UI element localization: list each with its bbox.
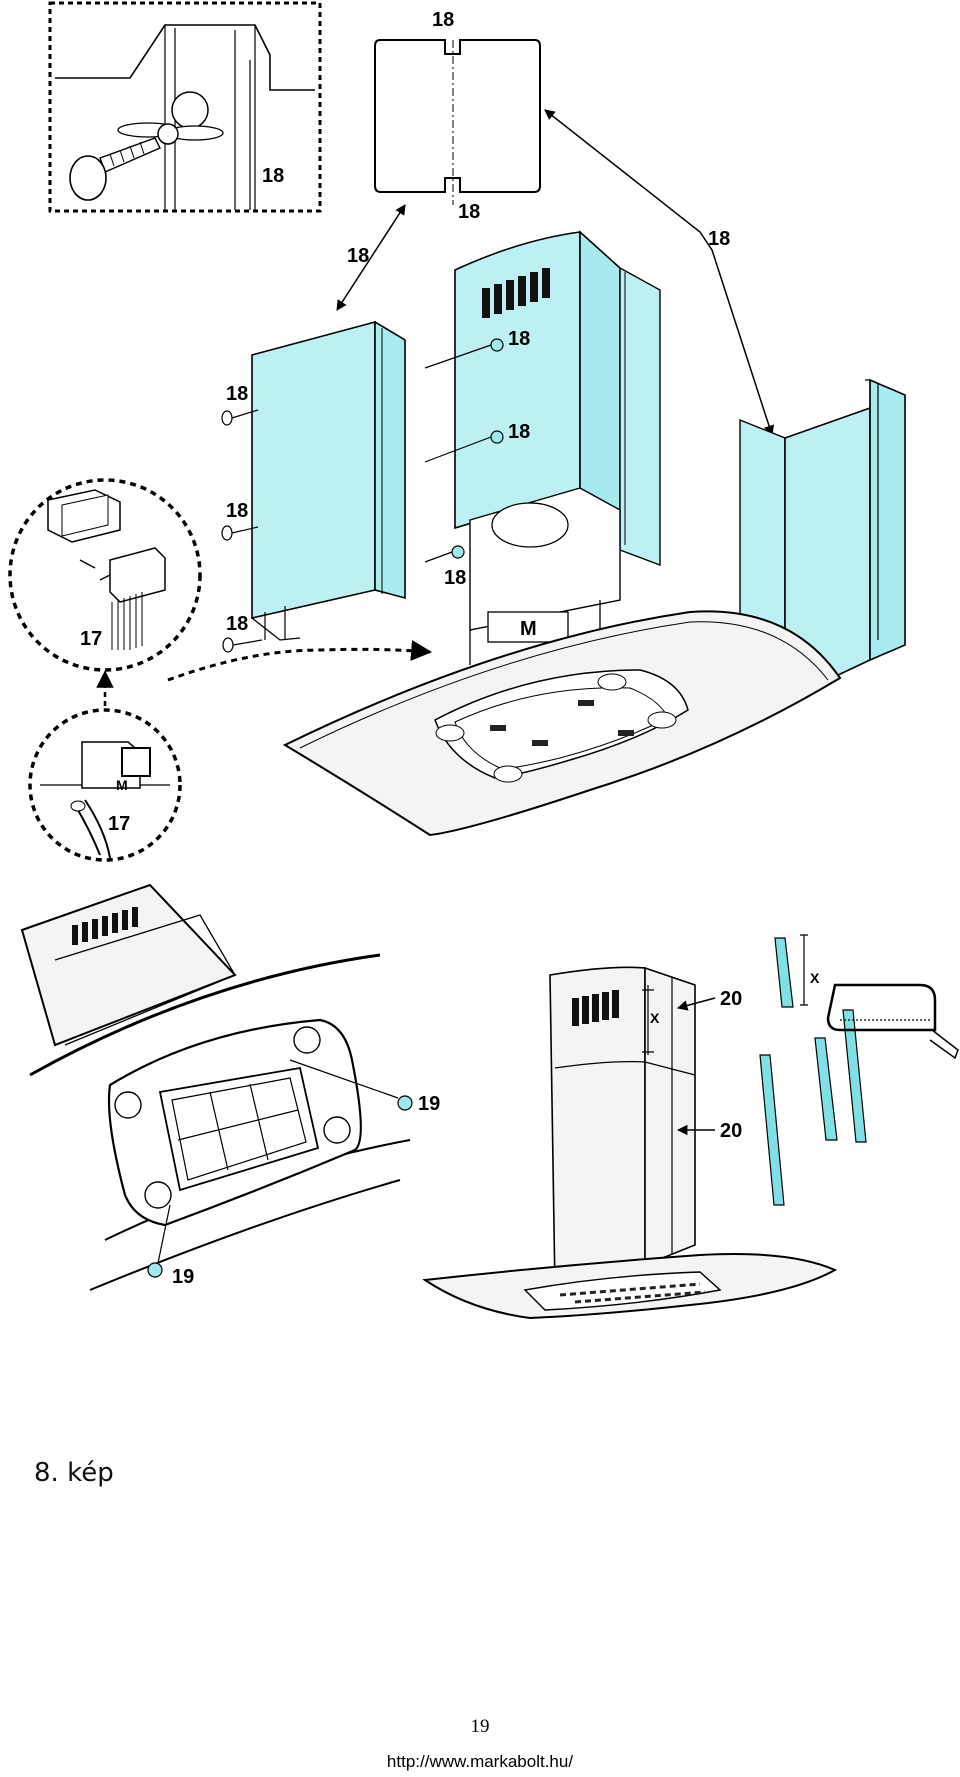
label-20-upper: 20 [720,988,742,1010]
label-18-center-3: 18 [444,567,466,589]
screw-detail-inset: 18 [48,1,322,213]
label-17-upper: 17 [80,628,102,650]
label-m-detail: M [116,777,128,793]
assembled-hood-with-trim: X 20 20 [422,966,838,1320]
left-chimney-panel: 18 18 18 [221,320,406,653]
page-number: 19 [470,1716,490,1737]
hood-underside-view: 19 19 [20,883,440,1291]
motor-label-m: M [520,618,537,640]
label-18-arrow: 18 [347,245,369,267]
connector-detail-circle-upper: 17 [8,478,202,672]
trim-strips: X [759,934,959,1206]
footer-url[interactable]: http://www.markabolt.hu/ [386,1752,574,1771]
label-18-center-2: 18 [508,421,530,443]
label-18-right-arrow: 18 [708,228,730,250]
label-18-inset: 18 [262,165,284,187]
canopy-hood-top [282,610,842,837]
central-chimney-body: M 18 18 18 [424,230,661,665]
label-18-left-3: 18 [226,613,248,635]
label-x-strip: X [810,970,820,986]
top-cover-panel: 18 18 [374,9,541,223]
label-19-bottom: 19 [172,1266,194,1288]
figure-caption: 8. kép [34,1458,114,1488]
label-18-center-1: 18 [508,328,530,350]
label-20-lower: 20 [720,1120,742,1142]
label-17-lower: 17 [108,813,130,835]
label-19-right: 19 [418,1093,440,1115]
label-18-bottom: 18 [458,201,480,223]
label-x-hood: X [650,1010,660,1026]
connector-detail-circle-lower: M 17 [28,708,182,862]
label-18-left-2: 18 [226,500,248,522]
label-18-top: 18 [432,9,454,31]
label-18-left-1: 18 [226,383,248,405]
assembly-arrows [96,109,775,715]
